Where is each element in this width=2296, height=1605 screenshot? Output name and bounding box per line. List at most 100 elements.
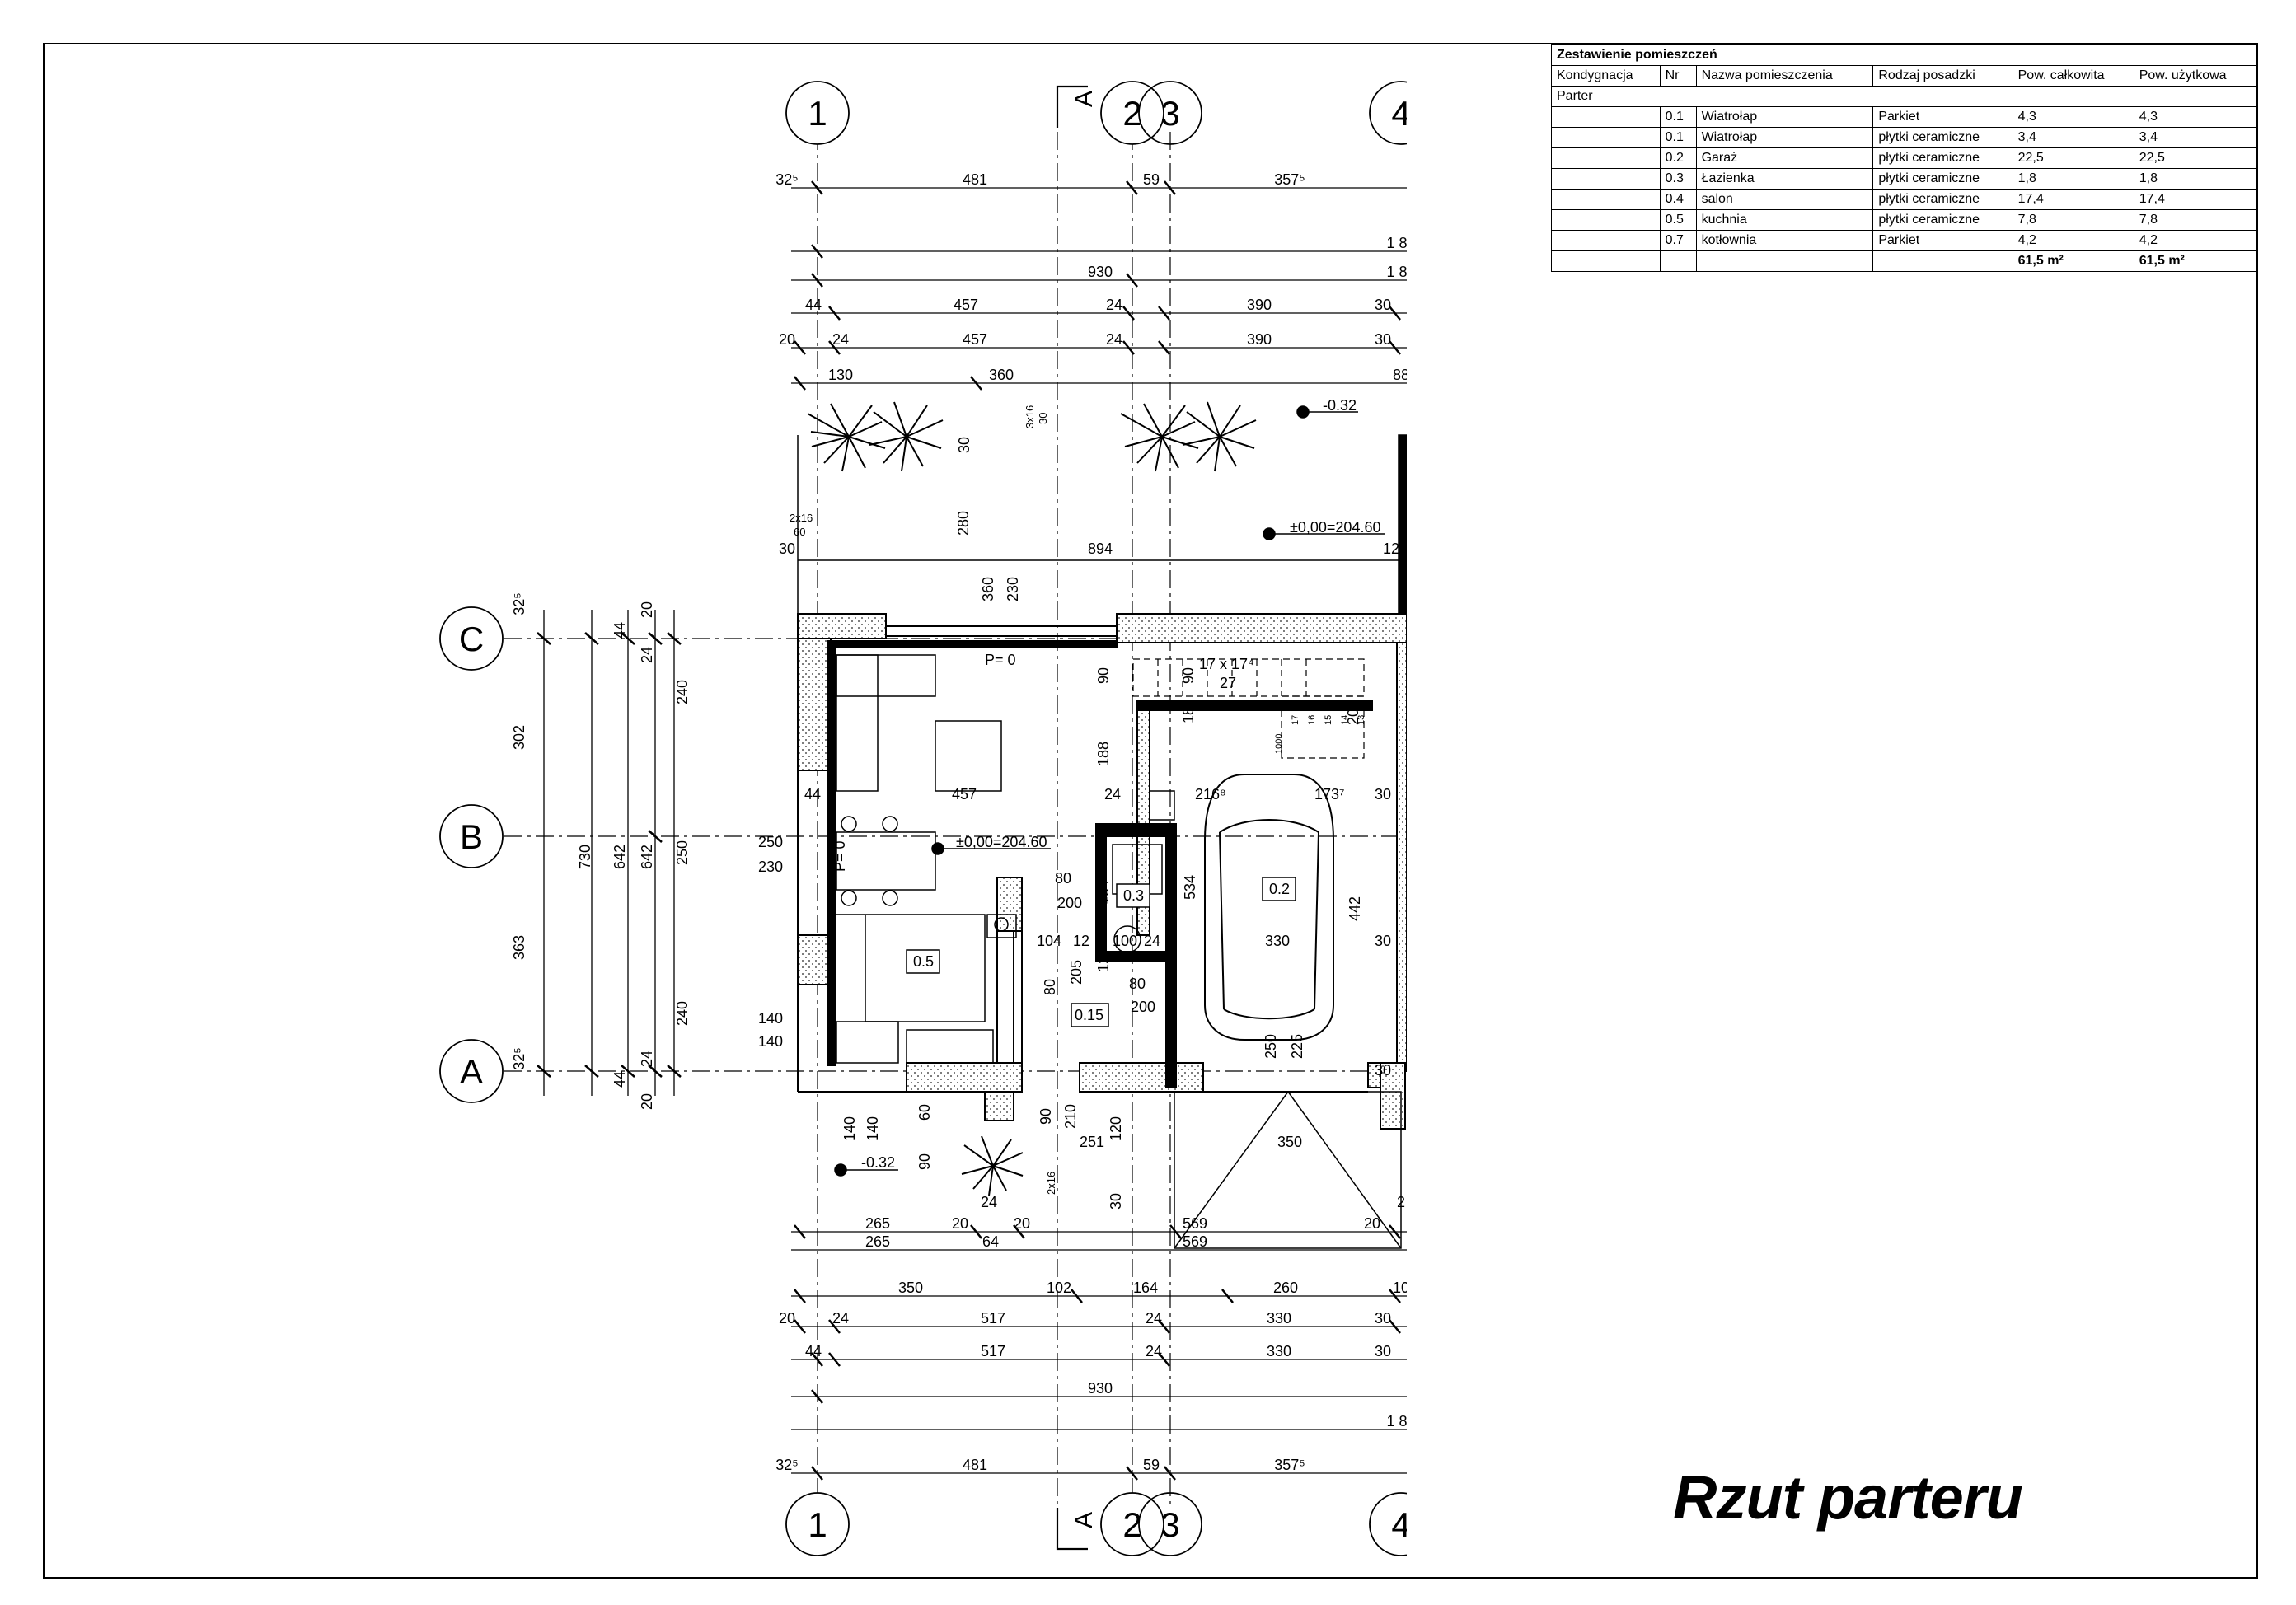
d-18: 18 xyxy=(1180,707,1197,723)
dim-top-r6-1: 360 xyxy=(989,367,1014,383)
header-nazwa: Nazwa pomieszczenia xyxy=(1695,65,1874,87)
d-12: 12 xyxy=(1073,933,1089,949)
dim-bot-r4-5: 30 xyxy=(1375,1310,1391,1327)
axis-label-a: A xyxy=(460,1052,483,1091)
axis-label-3-top: 3 xyxy=(1160,94,1179,133)
window-p0-top: P= 0 xyxy=(985,652,1016,668)
d-12-b: 12 xyxy=(1095,956,1112,972)
dim-top-r3-1: 1 8 xyxy=(1386,264,1407,280)
dim-left-top-325: 32⁵ xyxy=(511,592,527,615)
d-210: 210 xyxy=(1062,1104,1079,1129)
table-cell: 0.1 xyxy=(1659,106,1697,128)
gap-top2: 30 xyxy=(1037,413,1049,424)
dim-bot-r1-5: 2 xyxy=(1397,1194,1405,1210)
dim-top-r2: 1 8 xyxy=(1386,235,1407,251)
dim-bot-r5-1: 517 xyxy=(981,1343,1005,1359)
room-03: 0.3 xyxy=(1123,887,1144,904)
table-cell xyxy=(1659,250,1697,272)
d-24-inner: 24 xyxy=(1104,786,1121,802)
table-cell: kuchnia xyxy=(1695,209,1874,231)
dim-left-240a: 240 xyxy=(674,680,691,704)
dim-bot-r4-2: 517 xyxy=(981,1310,1005,1327)
d-30-inner: 30 xyxy=(1375,786,1391,802)
d-30-right: 30 xyxy=(1375,933,1391,949)
axis-label-1-top: 1 xyxy=(808,94,827,133)
dim-top-r5-5: 30 xyxy=(1375,331,1391,348)
d-250-car: 250 xyxy=(1263,1034,1279,1059)
room-schedule-table: Zestawienie pomieszczeń Kondygnacja Nr N… xyxy=(1551,44,2257,272)
dim-bot-r3-1: 102 xyxy=(1047,1280,1071,1296)
d-140-c: 140 xyxy=(841,1116,858,1141)
stairs-200: 200 xyxy=(1345,700,1361,725)
stairs xyxy=(1132,658,1365,759)
dim-left-24a: 24 xyxy=(639,647,655,663)
level-ext-bottom: -0.32 xyxy=(861,1154,895,1171)
table-cell: płytki ceramiczne xyxy=(1872,127,2013,148)
stairs-step-14: 14 xyxy=(1340,715,1350,725)
d-104: 104 xyxy=(1037,933,1061,949)
dim-bot-r3-0: 350 xyxy=(898,1280,923,1296)
dim-top-r5-2: 457 xyxy=(963,331,987,348)
table-cell xyxy=(1551,127,1661,148)
axis-bubbles xyxy=(439,81,1407,1556)
axis-label-4-top: 4 xyxy=(1391,94,1410,133)
d-200-b: 200 xyxy=(1131,999,1155,1015)
level-interior: ±0,00=204.60 xyxy=(956,834,1047,850)
d-30-bottom: 30 xyxy=(1108,1193,1124,1210)
dim-top-r4-4: 30 xyxy=(1375,297,1391,313)
dim-left-top-20: 20 xyxy=(639,601,655,618)
d-225: 225 xyxy=(1289,1034,1305,1059)
d-216: 216⁸ xyxy=(1195,786,1226,802)
axis-label-3-bottom: 3 xyxy=(1160,1505,1179,1544)
gap-top: 3x16 xyxy=(1024,405,1036,428)
dim-bot-r3-2: 164 xyxy=(1133,1280,1158,1296)
table-cell xyxy=(1551,230,1661,251)
dim-left-302: 302 xyxy=(511,725,527,750)
dim-left-250: 250 xyxy=(674,840,691,865)
table-cell: 4,3 xyxy=(2012,106,2134,128)
room-02: 0.2 xyxy=(1269,881,1290,897)
table-cell: Wiatrołap xyxy=(1695,106,1874,128)
dim-top-r1-0: 32⁵ xyxy=(775,171,798,188)
section-marker xyxy=(1056,85,1088,1551)
usable-area: 61,5 m² xyxy=(2133,250,2257,272)
table-cell: płytki ceramiczne xyxy=(1872,147,2013,169)
d-44-inner: 44 xyxy=(804,786,821,802)
driveway xyxy=(1174,1091,1402,1249)
dim-bot-r2-1: 64 xyxy=(982,1233,999,1250)
d-90-d: 90 xyxy=(1038,1108,1054,1125)
gap-left: 2x16 xyxy=(790,512,813,524)
d-80-b: 80 xyxy=(1042,979,1058,995)
d-24-c: 24 xyxy=(981,1194,997,1210)
table-cell: 22,5 xyxy=(2012,147,2134,169)
dim-top-r5-4: 390 xyxy=(1247,331,1272,348)
table-cell: 7,8 xyxy=(2012,209,2134,231)
terrace-left: 30 xyxy=(779,540,795,557)
table-cell: 0.7 xyxy=(1659,230,1697,251)
section-label-top: A xyxy=(1071,91,1098,107)
d-442: 442 xyxy=(1347,896,1363,921)
table-cell: 17,4 xyxy=(2133,189,2257,210)
dim-top-r1-3: 357⁵ xyxy=(1274,171,1305,188)
table-cell: Wiatrołap xyxy=(1695,127,1874,148)
d-350-garage: 350 xyxy=(1277,1134,1302,1150)
table-cell: 3,4 xyxy=(2012,127,2134,148)
table-cell xyxy=(1551,106,1661,128)
terrace-right: 12 xyxy=(1383,540,1399,557)
dim-bot-r8-0: 32⁵ xyxy=(775,1457,798,1473)
table-cell: 0.5 xyxy=(1659,209,1697,231)
dim-top-r4-1: 457 xyxy=(954,297,978,313)
table-cell: 0.4 xyxy=(1659,189,1697,210)
dimension-text: 32⁵ 481 59 357⁵ 1 8 930 1 8 44 457 24 39… xyxy=(775,171,1407,1473)
plan-labels: -0.32 ±0,00=204.60 ±0,00=204.60 -0.32 89… xyxy=(758,397,1399,1210)
dim-top-r4-3: 390 xyxy=(1247,297,1272,313)
d-188: 188 xyxy=(1095,742,1112,766)
sheet-frame xyxy=(43,43,2258,1579)
d-30-garage: 30 xyxy=(1375,1062,1391,1079)
stairs-step-17: 17 xyxy=(1291,715,1300,725)
terrace xyxy=(797,434,1407,615)
gap-left2: 60 xyxy=(794,526,805,538)
table-cell: 1,8 xyxy=(2133,168,2257,190)
stairs-27: 27 xyxy=(1220,675,1236,691)
